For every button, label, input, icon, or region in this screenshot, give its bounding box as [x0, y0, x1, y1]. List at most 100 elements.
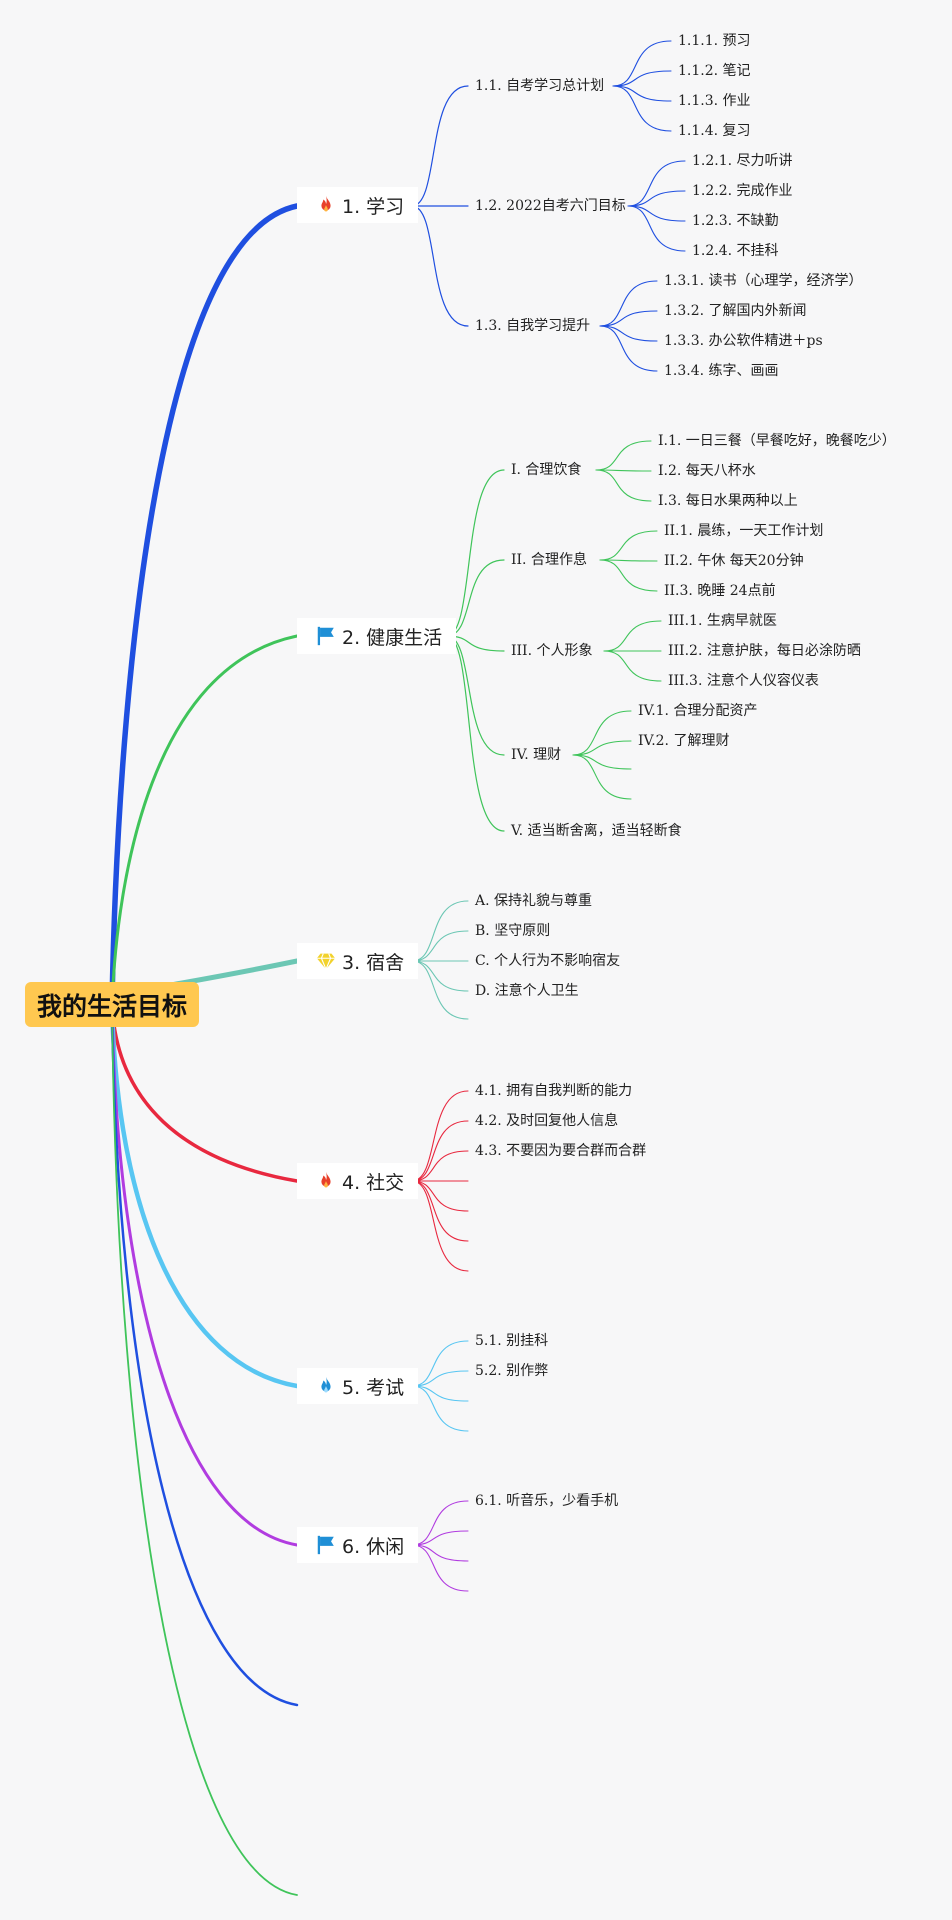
main-branch-line-4	[110, 1003, 299, 1183]
b2-sub-4[interactable]: IV. 理财	[511, 747, 562, 763]
b2-3-leaf-3[interactable]: III.3. 注意个人仪容仪表	[668, 673, 819, 689]
b2-sub-line-1	[446, 469, 505, 637]
b6-leaf-line-4	[411, 1544, 469, 1592]
b2-4-leaf-2[interactable]: IV.2. 了解理财	[638, 733, 730, 749]
root-topic[interactable]: 我的生活目标	[25, 982, 199, 1027]
b2-1-leaf-1[interactable]: I.1. 一日三餐（早餐吃好，晚餐吃少）	[658, 433, 896, 449]
b1-3-leaf-line-1	[599, 280, 658, 327]
b2-1-leaf-2[interactable]: I.2. 每天八杯水	[658, 463, 756, 479]
b2-sub-5[interactable]: V. 适当断舍离，适当轻断食	[511, 823, 682, 839]
branch-5-topic[interactable]: 5. 考试	[297, 1368, 419, 1404]
branch-3-label: 3. 宿舍	[342, 951, 405, 974]
b2-sub-2[interactable]: II. 合理作息	[511, 552, 587, 568]
b1-1-leaf-line-1	[612, 40, 672, 87]
b2-sub-line-5	[446, 635, 505, 832]
b2-4-leaf-line-1	[572, 710, 632, 756]
b2-4-leaf-line-4	[572, 754, 632, 800]
b2-3-leaf-1[interactable]: III.1. 生病早就医	[668, 613, 777, 629]
b1-2-leaf-line-2	[627, 190, 686, 207]
b2-2-leaf-2[interactable]: II.2. 午休 每天20分钟	[664, 553, 804, 569]
b5-leaf-line-1	[411, 1340, 469, 1387]
b2-2-leaf-line-2	[599, 559, 658, 562]
b2-4-leaf-1[interactable]: IV.1. 合理分配资产	[638, 703, 758, 719]
b6-leaf-1[interactable]: 6.1. 听音乐，少看手机	[475, 1493, 619, 1509]
branch-2-label: 2. 健康生活	[342, 626, 443, 649]
branch-1-label: 1. 学习	[342, 195, 405, 218]
b1-2-leaf-4[interactable]: 1.2.4. 不挂科	[692, 243, 779, 259]
b4-leaf-line-1	[411, 1090, 469, 1182]
b2-2-leaf-3[interactable]: II.3. 晚睡 24点前	[664, 583, 776, 599]
b4-leaf-2[interactable]: 4.2. 及时回复他人信息	[475, 1113, 619, 1129]
b1-3-leaf-1[interactable]: 1.3.1. 读书（心理学，经济学）	[664, 273, 863, 289]
fire-icon	[315, 194, 337, 216]
b1-2-leaf-line-1	[627, 160, 686, 207]
b1-3-leaf-3[interactable]: 1.3.3. 办公软件精进＋ps	[664, 333, 823, 349]
b1-sub-2[interactable]: 1.2. 2022自考六门目标	[475, 198, 626, 214]
main-branch-line-2	[110, 634, 299, 1007]
b1-2-leaf-1[interactable]: 1.2.1. 尽力听讲	[692, 153, 793, 169]
b5-leaf-1[interactable]: 5.1. 别挂科	[475, 1333, 549, 1349]
b2-1-leaf-3[interactable]: I.3. 每日水果两种以上	[658, 493, 798, 509]
b4-leaf-line-2	[411, 1120, 469, 1182]
b1-1-leaf-line-3	[612, 85, 672, 102]
b1-1-leaf-3[interactable]: 1.1.3. 作业	[678, 93, 751, 109]
b2-2-leaf-1[interactable]: II.1. 晨练，一天工作计划	[664, 523, 824, 539]
b5-leaf-2[interactable]: 5.2. 别作弊	[475, 1363, 549, 1379]
branch-3-topic[interactable]: 3. 宿舍	[297, 943, 419, 979]
main-branch-line-8	[111, 1004, 298, 1896]
b2-2-leaf-line-1	[599, 530, 658, 561]
b3-leaf-1[interactable]: A. 保持礼貌与尊重	[475, 893, 593, 909]
b6-leaf-line-2	[411, 1530, 469, 1546]
b2-2-leaf-line-3	[599, 559, 658, 592]
b2-sub-3[interactable]: III. 个人形象	[511, 643, 593, 659]
b2-1-leaf-line-2	[595, 469, 652, 472]
b2-3-leaf-2[interactable]: III.2. 注意护肤，每日必涂防晒	[668, 643, 861, 659]
b5-leaf-line-2	[411, 1370, 469, 1387]
b2-3-leaf-line-1	[603, 620, 662, 652]
b1-1-leaf-1[interactable]: 1.1.1. 预习	[678, 33, 751, 49]
b3-leaf-4[interactable]: D. 注意个人卫生	[475, 983, 579, 999]
b4-leaf-3[interactable]: 4.3. 不要因为要合群而合群	[475, 1143, 647, 1159]
b4-leaf-1[interactable]: 4.1. 拥有自我判断的能力	[475, 1083, 633, 1099]
branch-1-topic[interactable]: 1. 学习	[297, 187, 419, 223]
b3-leaf-line-4	[411, 960, 469, 992]
branch-6-topic[interactable]: 6. 休闲	[297, 1527, 419, 1563]
b1-2-leaf-line-4	[627, 205, 686, 252]
branch-4-label: 4. 社交	[342, 1171, 405, 1194]
b2-1-leaf-line-3	[595, 469, 652, 502]
b1-1-leaf-2[interactable]: 1.1.2. 笔记	[678, 63, 751, 79]
b4-leaf-line-5	[411, 1180, 469, 1212]
b1-2-leaf-3[interactable]: 1.2.3. 不缺勤	[692, 213, 779, 229]
b2-sub-1[interactable]: I. 合理饮食	[511, 462, 582, 478]
b1-sub-3[interactable]: 1.3. 自我学习提升	[475, 318, 591, 334]
b5-leaf-line-4	[411, 1385, 469, 1432]
fire-icon	[315, 1170, 337, 1192]
b3-leaf-line-2	[411, 930, 469, 962]
main-branch-line-5	[109, 1002, 300, 1389]
b3-leaf-line-1	[411, 900, 469, 962]
b1-1-leaf-4[interactable]: 1.1.4. 复习	[678, 123, 751, 139]
b1-3-leaf-line-2	[599, 310, 658, 327]
branch-6-label: 6. 休闲	[342, 1535, 405, 1558]
b6-leaf-line-3	[411, 1544, 469, 1562]
b3-leaf-line-5	[411, 960, 469, 1020]
diamond-icon	[315, 950, 337, 972]
main-branch-line-6	[110, 1003, 299, 1547]
branch-2-topic[interactable]: 2. 健康生活	[297, 618, 457, 654]
b1-sub-line-1	[411, 85, 469, 207]
b3-leaf-3[interactable]: C. 个人行为不影响宿友	[475, 953, 621, 969]
b1-3-leaf-4[interactable]: 1.3.4. 练字、画画	[664, 363, 779, 379]
b4-leaf-line-3	[411, 1150, 469, 1182]
main-branch-line-1	[109, 203, 300, 1008]
b5-leaf-line-3	[411, 1385, 469, 1402]
b2-3-leaf-line-3	[603, 650, 662, 682]
b1-2-leaf-2[interactable]: 1.2.2. 完成作业	[692, 183, 793, 199]
b1-sub-1[interactable]: 1.1. 自考学习总计划	[475, 78, 605, 94]
flag-icon	[315, 1534, 337, 1556]
branch-4-topic[interactable]: 4. 社交	[297, 1163, 419, 1199]
b4-leaf-line-6	[411, 1180, 469, 1242]
b1-3-leaf-2[interactable]: 1.3.2. 了解国内外新闻	[664, 303, 807, 319]
b2-4-leaf-line-3	[572, 754, 632, 770]
b3-leaf-2[interactable]: B. 坚守原则	[475, 923, 551, 939]
